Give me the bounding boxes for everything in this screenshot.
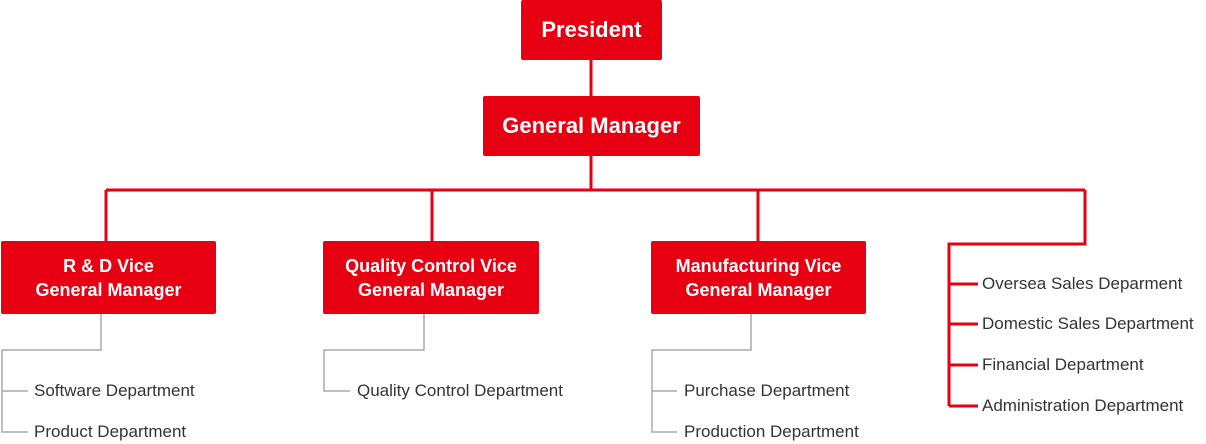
qc-department: Quality Control Department: [357, 381, 563, 400]
general-manager-box: General Manager: [483, 96, 700, 156]
qc-vice-line2: General Manager: [357, 279, 505, 300]
qc-vice-line1: Quality Control Vice: [345, 255, 517, 276]
general-manager-label: General Manager: [502, 113, 681, 138]
rd-vice-manager-box: R & D Vice General Manager: [1, 241, 216, 314]
qc-connector: [323, 314, 425, 392]
rd-vice-line2: General Manager: [35, 279, 182, 300]
qc-vice-manager-box: Quality Control Vice General Manager: [323, 241, 539, 314]
mfg-vice-line2: General Manager: [685, 279, 832, 300]
direct-department-financial: Financial Department: [982, 355, 1144, 374]
mfg-connector: [651, 314, 752, 433]
rd-department-software: Software Department: [34, 381, 195, 400]
direct-department-administration: Administration Department: [982, 396, 1184, 415]
rd-department-product: Product Department: [34, 422, 187, 441]
direct-department-oversea-sales: Oversea Sales Deparment: [982, 274, 1183, 293]
mfg-department-purchase: Purchase Department: [684, 381, 850, 400]
mfg-vice-manager-box: Manufacturing Vice General Manager: [651, 241, 866, 314]
rd-vice-line1: R & D Vice: [63, 255, 154, 276]
mfg-department-production: Production Department: [684, 422, 859, 441]
mfg-vice-line1: Manufacturing Vice: [675, 255, 842, 276]
direct-department-domestic-sales: Domestic Sales Department: [982, 314, 1194, 333]
president-label: President: [541, 17, 642, 42]
president-box: President: [521, 0, 662, 60]
rd-connector: [1, 314, 102, 433]
